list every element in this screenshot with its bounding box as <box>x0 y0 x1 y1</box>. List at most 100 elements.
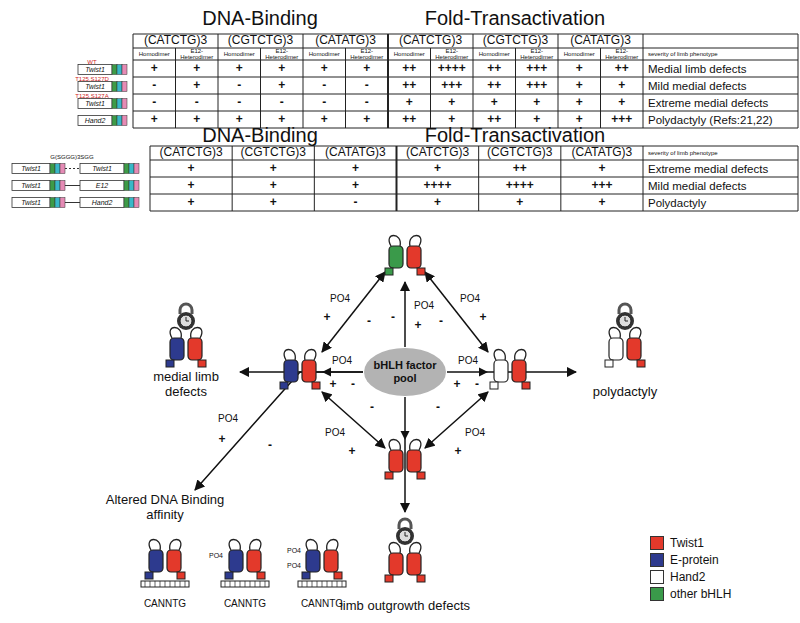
table-line <box>150 194 798 195</box>
table-cell: +++ <box>611 113 632 126</box>
helix-loop <box>410 440 421 451</box>
lock-hand <box>625 321 628 322</box>
lock-dial <box>180 315 192 327</box>
column-header: severity of limb phenotype <box>648 150 718 157</box>
domain-segment <box>60 164 65 174</box>
phosphate-label: PO4 <box>287 562 301 570</box>
motif-header: (CATATG)3 <box>325 146 386 159</box>
construct-box <box>78 99 112 109</box>
dna-rung <box>265 581 266 587</box>
motif-header: (CATCTG)3 <box>399 34 462 47</box>
sign-label: + <box>413 319 422 332</box>
monomer <box>149 550 163 572</box>
table-cell: + <box>321 62 328 75</box>
node-text: medial limb defects <box>132 370 240 402</box>
table-line <box>396 146 398 211</box>
table-line <box>314 146 315 211</box>
dna-rung <box>150 581 151 587</box>
dna-rung <box>145 581 146 587</box>
table-line <box>345 48 346 128</box>
basic-region <box>417 575 425 582</box>
dna-rung <box>170 581 171 587</box>
table-cell: + <box>352 179 359 192</box>
table-cell: + <box>576 62 583 75</box>
pathway-connector <box>195 372 363 490</box>
bhlh-dimer <box>605 304 645 367</box>
table-heading: DNA-Binding <box>202 7 318 29</box>
legend-text: E-protein <box>670 553 719 567</box>
table-cell: + <box>434 162 441 175</box>
table-line <box>387 34 389 128</box>
phenotype-text: Extreme medial defects <box>648 162 768 175</box>
construct-box <box>12 164 50 174</box>
table-line <box>430 48 431 128</box>
dimer-header: E12-Heterodimer <box>262 48 302 60</box>
table-cell: + <box>598 162 605 175</box>
monomer <box>188 338 202 360</box>
dna-rung <box>160 581 161 587</box>
lock-hand <box>186 321 189 322</box>
helix-loop <box>410 543 421 554</box>
dimer-header: Homodimer <box>304 51 344 57</box>
phosphorylation-label: PO4 <box>464 427 486 438</box>
arrow-head <box>401 431 410 440</box>
dna-rung <box>322 581 323 587</box>
dna-rung <box>342 581 343 587</box>
dna-motif-label: CANNTG <box>144 598 186 609</box>
table-cell: + <box>576 79 583 92</box>
bhlh-dimer <box>221 540 269 588</box>
table-cell: + <box>278 79 285 92</box>
monomer <box>407 450 421 472</box>
mutation-label: WT <box>87 59 96 66</box>
monomer <box>627 338 641 360</box>
table-line <box>150 160 798 161</box>
sign-label: + <box>478 311 487 324</box>
phenotype-text: Mild medial defects <box>648 79 746 92</box>
monomer <box>247 550 261 572</box>
dna-rung <box>327 581 328 587</box>
linker-line <box>65 168 80 169</box>
table-line <box>560 146 561 211</box>
basic-region <box>166 360 174 367</box>
domain-segment <box>134 164 139 174</box>
dna-motif-label: CANNTG <box>224 598 266 609</box>
construct-box <box>80 164 124 174</box>
monomer <box>170 338 184 360</box>
basic-region <box>385 472 393 479</box>
motif-header: (CGTCTG)3 <box>487 146 552 159</box>
monomer <box>389 450 403 472</box>
domain-segment <box>124 198 129 208</box>
legend-entry: other bHLH <box>650 587 731 601</box>
table-line <box>473 34 474 128</box>
basic-region <box>605 360 613 367</box>
construct-name: Hand2 <box>92 199 113 207</box>
helix-loop <box>170 540 181 551</box>
table-cell: - <box>322 79 326 92</box>
monomer <box>494 360 508 382</box>
table-cell: +++ <box>591 179 612 192</box>
table-cell: + <box>491 96 498 109</box>
construct-name: Hand2 <box>85 117 106 125</box>
helix-loop <box>170 328 181 339</box>
table-cell: + <box>193 113 200 126</box>
motif-header: (CATATG)3 <box>315 34 376 47</box>
dna-rung <box>312 581 313 587</box>
sign-label: + <box>322 311 331 324</box>
dna-rung <box>332 581 333 587</box>
table-cell: +++ <box>526 79 547 92</box>
basic-region <box>490 382 498 389</box>
sign-label: + <box>347 445 356 458</box>
sign-label: - <box>350 378 356 391</box>
table-cell: + <box>576 96 583 109</box>
dimer-header: Homodimer <box>219 51 259 57</box>
table-cell: +++ <box>526 62 547 75</box>
table-cell: ++++ <box>424 179 452 192</box>
phenotype-node: medial limb defects <box>132 296 240 402</box>
helix-loop <box>149 540 160 551</box>
dna-strand <box>141 581 189 587</box>
basic-region <box>280 382 288 389</box>
table-cell: +++ <box>441 79 462 92</box>
bhlh-dimer <box>490 350 530 390</box>
table-cell: - <box>365 96 369 109</box>
table-cell: ++ <box>487 62 501 75</box>
